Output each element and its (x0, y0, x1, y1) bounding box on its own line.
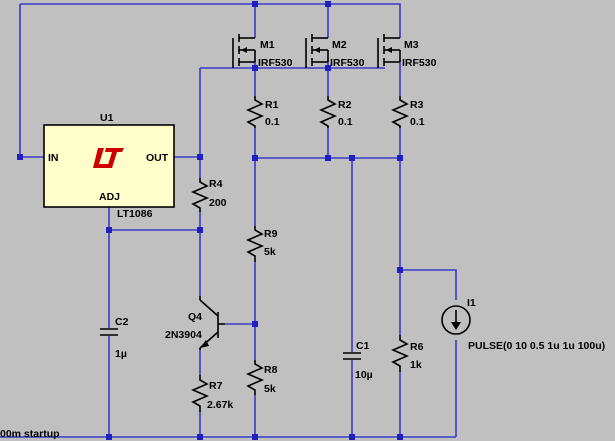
junction-dot (325, 65, 331, 71)
resistor-r2[interactable]: R2 0.1 (318, 96, 353, 128)
r8-value: 5k (264, 383, 276, 395)
resistor-r4[interactable]: R4 200 (190, 178, 227, 212)
resistor-symbol-icon (245, 226, 265, 262)
capacitor-c1[interactable]: C1 10µ (343, 340, 373, 381)
resistor-symbol-icon (190, 178, 210, 212)
resistor-symbol-icon (245, 360, 265, 395)
r3-value: 0.1 (410, 116, 425, 128)
c2-ref: C2 (115, 316, 129, 328)
r2-ref: R2 (338, 99, 352, 111)
mosfet-m2[interactable]: M2 IRF530 (305, 34, 365, 69)
resistor-r1[interactable]: R1 0.1 (245, 96, 280, 128)
c1-ref: C1 (356, 340, 370, 352)
m2-ref: M2 (332, 39, 347, 51)
r6-ref: R6 (410, 341, 424, 353)
r4-value: 200 (209, 197, 227, 209)
r9-value: 5k (264, 246, 276, 258)
r3-ref: R3 (410, 99, 424, 111)
m3-ref: M3 (404, 39, 419, 51)
u1-ref: U1 (100, 112, 114, 124)
r9-ref: R9 (264, 228, 278, 240)
r6-value: 1k (410, 359, 422, 371)
q4-ref: Q4 (188, 311, 202, 323)
junction-dot (17, 154, 23, 160)
resistor-symbol-icon (390, 96, 410, 128)
junction-dot (197, 154, 203, 160)
wire-top-rail (20, 3, 401, 38)
junction-dot (197, 227, 203, 233)
r1-value: 0.1 (265, 116, 280, 128)
startup-annotation: 00m startup (0, 428, 60, 440)
m2-value: IRF530 (330, 57, 365, 69)
npn-symbol-icon (199, 296, 225, 350)
nmos-symbol-icon (377, 34, 401, 68)
r4-ref: R4 (209, 178, 223, 190)
u1-pin-out: OUT (146, 152, 169, 164)
resistor-r6[interactable]: R6 1k (390, 335, 424, 372)
junction-dot (106, 434, 112, 440)
r7-value: 2.67k (207, 399, 233, 411)
resistor-r7[interactable]: R7 2.67k (190, 375, 233, 412)
junction-dot (325, 1, 331, 7)
u1-pin-in: IN (48, 152, 59, 164)
junction-dot (325, 155, 331, 161)
m1-ref: M1 (260, 39, 275, 51)
wires (0, 3, 457, 438)
resistor-symbol-icon (245, 96, 265, 128)
junction-dot (397, 267, 403, 273)
transistor-q4[interactable]: Q4 2N3904 (165, 296, 225, 350)
r2-value: 0.1 (338, 116, 353, 128)
lt-logo-icon (93, 148, 124, 168)
i1-ref: I1 (467, 297, 476, 309)
resistor-symbol-icon (390, 335, 410, 372)
resistor-symbol-icon (190, 375, 210, 412)
junction-dot (397, 155, 403, 161)
r7-ref: R7 (209, 380, 223, 392)
capacitor-symbol-icon (100, 328, 118, 336)
u1-pin-adj: ADJ (99, 191, 120, 203)
r1-ref: R1 (265, 99, 279, 111)
junction-dot (106, 227, 112, 233)
capacitor-symbol-icon (343, 352, 361, 360)
junction-dot (252, 65, 258, 71)
m1-value: IRF530 (258, 57, 293, 69)
resistor-symbol-icon (318, 96, 338, 128)
nmos-symbol-icon (232, 34, 256, 68)
c2-value: 1µ (115, 348, 127, 360)
junction-dot (252, 1, 258, 7)
junction-dot (252, 321, 258, 327)
junction-dot (397, 434, 403, 440)
junctions (17, 1, 403, 440)
u1-value: LT1086 (117, 208, 153, 220)
q4-value: 2N3904 (165, 329, 202, 341)
resistor-r3[interactable]: R3 0.1 (390, 96, 425, 128)
junction-dot (349, 434, 355, 440)
junction-dot (349, 155, 355, 161)
junction-dot (252, 434, 258, 440)
resistor-r9[interactable]: R9 5k (245, 226, 278, 262)
junction-dot (197, 434, 203, 440)
regulator-u1[interactable]: U1 IN OUT ADJ LT1086 (43, 112, 175, 220)
current-source-icon (441, 305, 471, 335)
nmos-symbol-icon (305, 34, 329, 68)
r8-ref: R8 (264, 364, 278, 376)
mosfet-m1[interactable]: M1 IRF530 (232, 34, 293, 69)
m3-value: IRF530 (402, 57, 437, 69)
resistor-r8[interactable]: R8 5k (245, 360, 278, 395)
i1-value: PULSE(0 10 0.5 1u 1u 100u) (468, 340, 605, 352)
wire-i1-top (400, 269, 457, 300)
junction-dot (252, 155, 258, 161)
current-source-i1[interactable]: I1 PULSE(0 10 0.5 1u 1u 100u) (441, 297, 605, 352)
capacitor-c2[interactable]: C2 1µ (100, 316, 129, 360)
c1-value: 10µ (355, 369, 373, 381)
mosfet-m3[interactable]: M3 IRF530 (377, 34, 437, 69)
